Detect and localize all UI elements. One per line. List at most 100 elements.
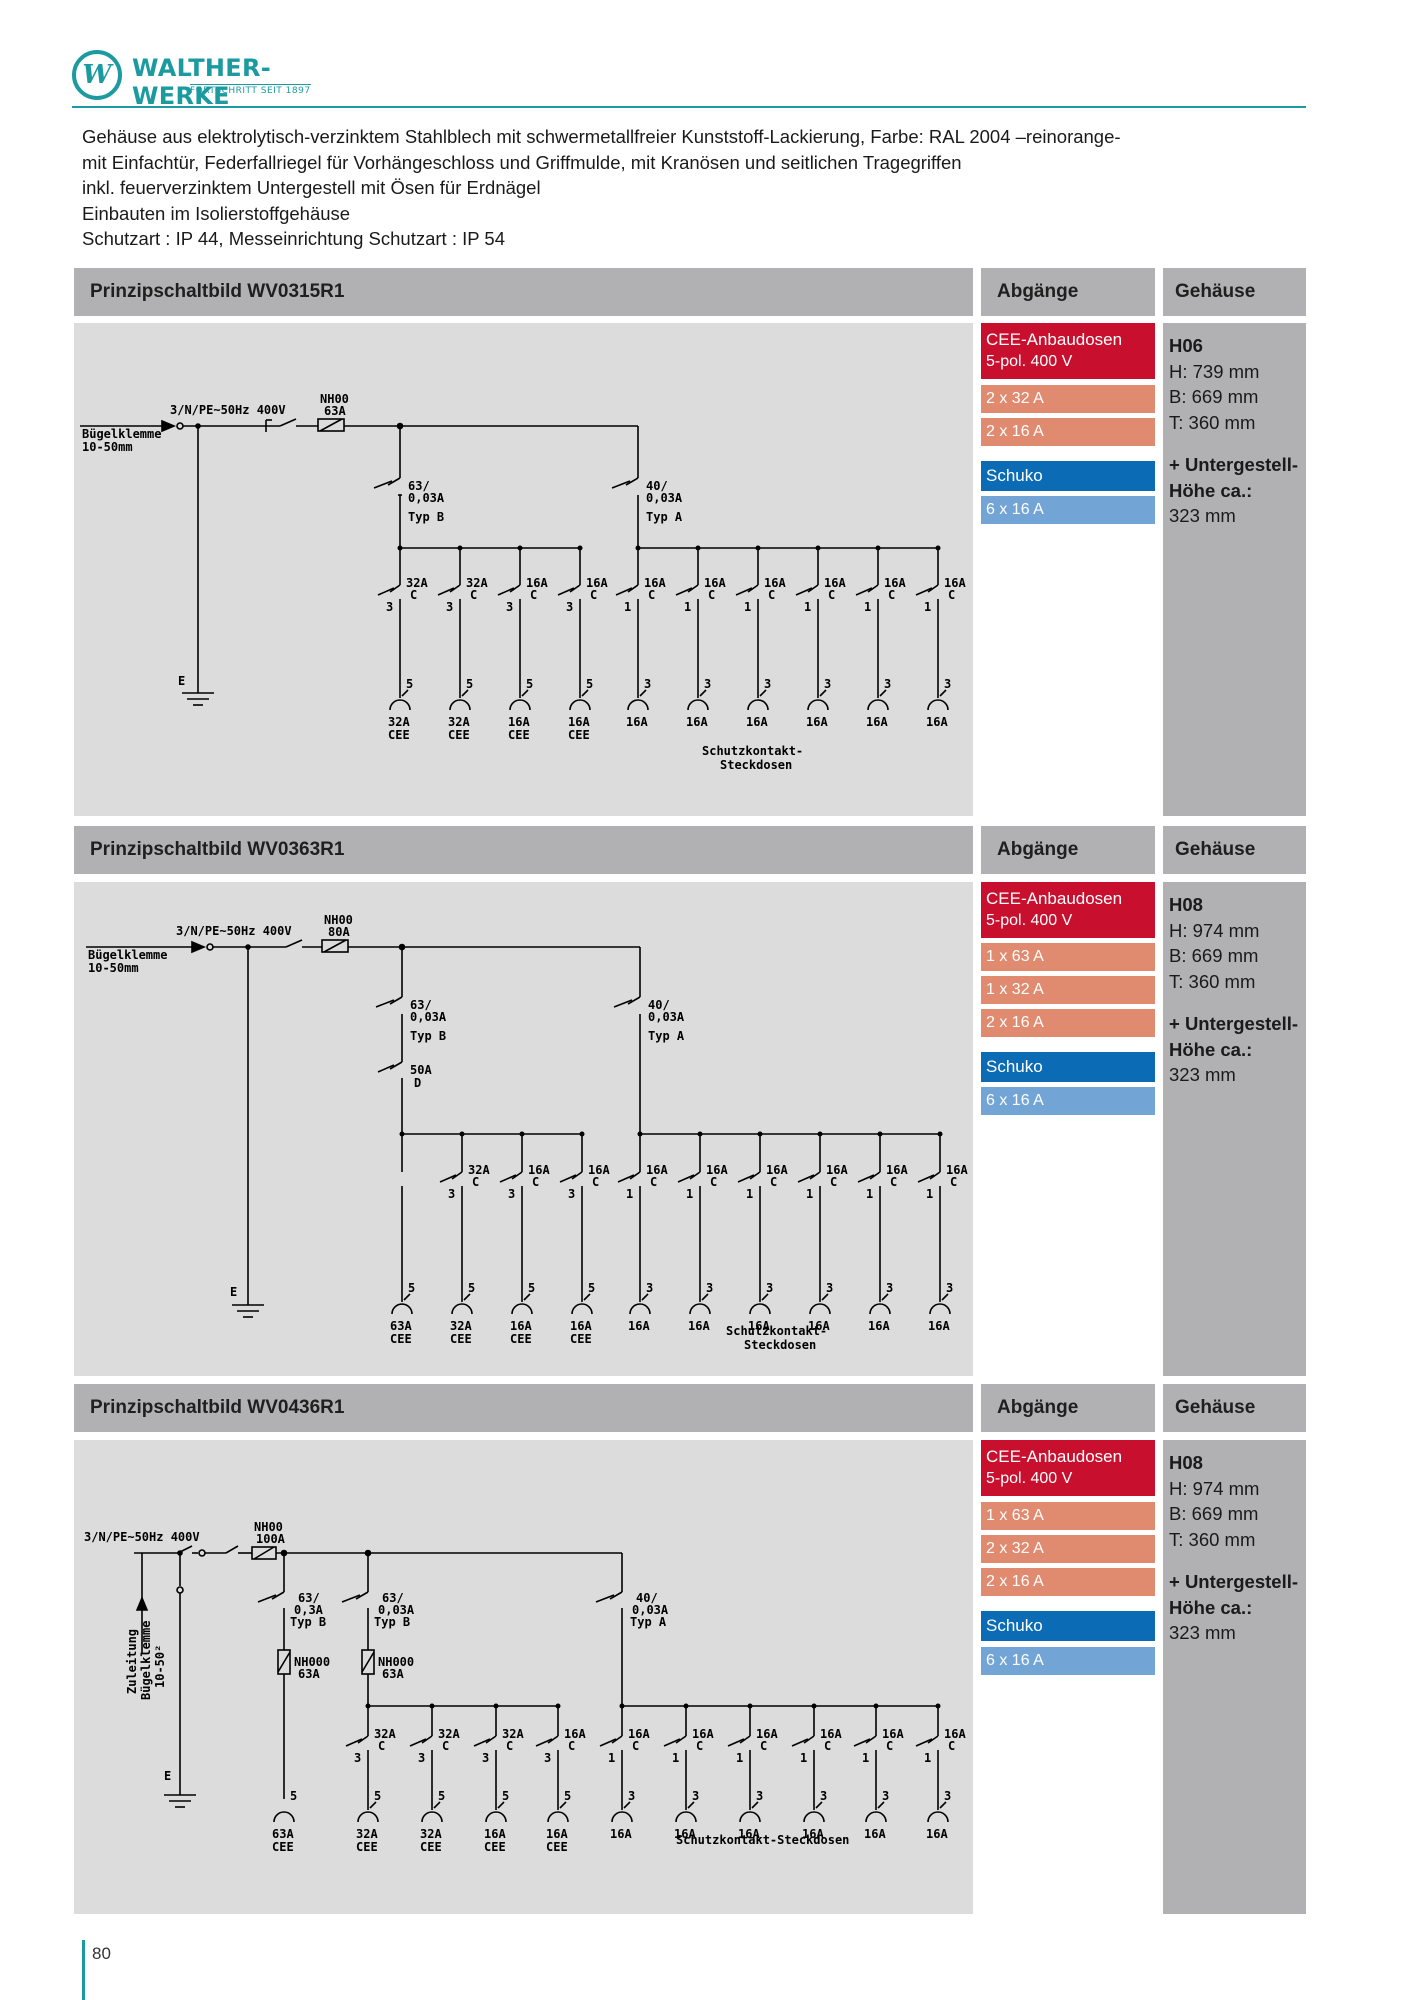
breaker-lever: [409, 1738, 427, 1747]
housing-depth: T: 360 mm: [1169, 971, 1256, 993]
intro-line: Gehäuse aus elektrolytisch-verzinktem St…: [82, 126, 1121, 147]
breaker-contact: [629, 1171, 641, 1180]
sub-fuse-label: NH000: [294, 1655, 330, 1669]
socket-pin: [401, 689, 409, 697]
pole-count: 1: [806, 1187, 813, 1201]
socket-type: CEE: [448, 728, 470, 742]
outlet-schuko-item: 6 x 16 A: [981, 496, 1155, 524]
outlet-cee-item: 2 x 16 A: [981, 1009, 1155, 1037]
socket-pin: [751, 1801, 759, 1809]
mcb-rating: 16A: [820, 1727, 842, 1741]
socket-rating: 16A: [686, 715, 708, 729]
mcb-curve: C: [410, 588, 417, 602]
outlet-cee-item: 2 x 32 A: [981, 1535, 1155, 1563]
pole-count: 1: [686, 1187, 693, 1201]
pole-count: 1: [864, 600, 871, 614]
socket-pin: [623, 1801, 631, 1809]
breaker-contact: [807, 584, 819, 593]
fuse-label: 80A: [328, 925, 350, 939]
section-title: Prinzipschaltbild WV0436R1: [74, 1384, 973, 1432]
socket-rating: 16A: [864, 1827, 886, 1841]
outlet-schuko-item: 6 x 16 A: [981, 1087, 1155, 1115]
socket-type: CEE: [510, 1332, 532, 1346]
socket-symbol: [611, 1811, 633, 1823]
breaker-lever: [735, 587, 753, 596]
socket-symbol: [485, 1811, 507, 1823]
breaker-lever: [617, 1174, 635, 1183]
socket-symbol: [389, 699, 411, 711]
fuse-label: NH00: [254, 1520, 283, 1534]
socket-type: CEE: [568, 728, 590, 742]
cee-title: CEE-Anbaudosen: [986, 889, 1123, 908]
mcb-label: D: [414, 1076, 421, 1090]
socket-poles: 3: [820, 1789, 827, 1803]
housing-extra: Höhe ca.:: [1169, 479, 1253, 501]
breaker-lever: [915, 1738, 933, 1747]
breaker-lever: [917, 1174, 935, 1183]
socket-poles: 5: [526, 677, 533, 691]
mcb-rating: 16A: [646, 1163, 668, 1177]
rcd-label: Typ A: [646, 510, 683, 524]
breaker-lever: [473, 1738, 491, 1747]
breaker-lever: [663, 1738, 681, 1747]
socket-pin: [759, 689, 767, 697]
mcb-curve: C: [592, 1175, 599, 1189]
socket-type: CEE: [390, 1332, 412, 1346]
pole-count: 1: [672, 1751, 679, 1765]
mcb-curve: C: [886, 1739, 893, 1753]
breaker-lever: [345, 1738, 363, 1747]
socket-poles: 5: [528, 1281, 535, 1295]
socket-type: CEE: [356, 1840, 378, 1854]
mcb-curve: C: [530, 588, 537, 602]
breaker-lever: [535, 1738, 553, 1747]
breaker-lever: [497, 587, 515, 596]
diagram-svg: 563ACEE32AC3532ACEE16AC3516ACEE16AC3516A…: [86, 913, 968, 1352]
housing-extra: + Untergestell-: [1169, 1570, 1299, 1592]
terminal-label: 10-50mm: [88, 961, 139, 975]
cee-subtitle: 5-pol. 400 V: [986, 353, 1073, 370]
socket-symbol: [739, 1811, 761, 1823]
socket-rating: 16A: [546, 1827, 568, 1841]
housing-height: H: 739 mm: [1169, 360, 1260, 382]
socket-poles: 3: [766, 1281, 773, 1295]
socket-symbol: [929, 1303, 951, 1315]
pole-count: 1: [736, 1751, 743, 1765]
sub-fuse-label: 63A: [298, 1667, 320, 1681]
socket-poles: 3: [644, 677, 651, 691]
socket-symbol: [449, 699, 471, 711]
socket-pin: [463, 1293, 471, 1301]
mcb-curve: C: [830, 1175, 837, 1189]
pole-count: 1: [926, 1187, 933, 1201]
rcd-label: 0,03A: [378, 1603, 415, 1617]
pole-count: 1: [624, 600, 631, 614]
mcb-curve: C: [532, 1175, 539, 1189]
socket-pin: [583, 1293, 591, 1301]
pole-count: 1: [684, 600, 691, 614]
pole-count: 1: [608, 1751, 615, 1765]
socket-pin: [523, 1293, 531, 1301]
socket-rating: 16A: [570, 1319, 592, 1333]
diagram-svg: 563ACEE32AC3532ACEE32AC3532ACEE32AC3516A…: [84, 1520, 966, 1854]
outlet-cee-header: CEE-Anbaudosen 5-pol. 400 V: [981, 1440, 1155, 1496]
breaker-contact: [865, 1735, 877, 1744]
breaker-contact: [809, 1171, 821, 1180]
breaker-contact: [611, 1735, 623, 1744]
breaker-contact: [449, 584, 461, 593]
pole-count: 1: [924, 1751, 931, 1765]
mcb-curve: C: [506, 1739, 513, 1753]
breaker-contact: [739, 1735, 751, 1744]
socket-symbol: [867, 699, 889, 711]
rcd-label: Typ B: [408, 510, 444, 524]
housing-extra: Höhe ca.:: [1169, 1038, 1253, 1060]
pole-count: 1: [744, 600, 751, 614]
breaker-lever: [557, 587, 575, 596]
breaker-contact: [927, 1735, 939, 1744]
mcb-curve: C: [768, 588, 775, 602]
socket-pin: [699, 689, 707, 697]
socket-rating: 16A: [688, 1319, 710, 1333]
socket-rating: 16A: [610, 1827, 632, 1841]
fuse-label: NH00: [324, 913, 353, 927]
mcb-curve: C: [948, 588, 955, 602]
breaker-lever: [797, 1174, 815, 1183]
